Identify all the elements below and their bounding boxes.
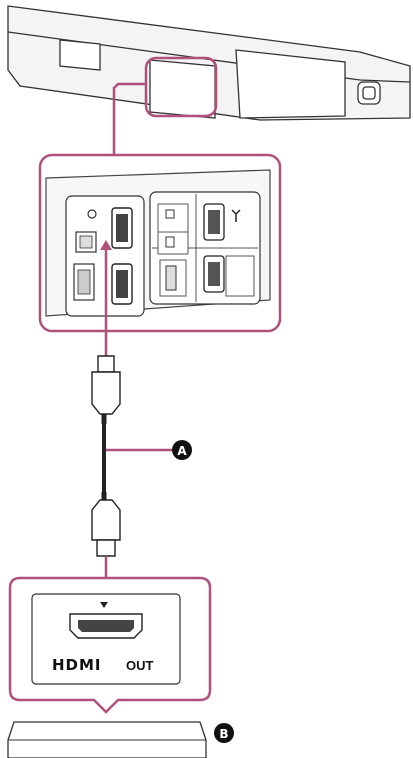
callout-b-text: B bbox=[219, 727, 228, 741]
port-highlight bbox=[144, 56, 218, 118]
callout-a-badge bbox=[172, 440, 192, 460]
soundbar bbox=[7, 5, 411, 121]
magnify-leader bbox=[112, 82, 146, 155]
source-device bbox=[7, 721, 207, 758]
hdmi-out-label: OUT bbox=[126, 658, 154, 673]
device-panel-zoom: HDMI OUT bbox=[8, 576, 212, 714]
callout-b-badge bbox=[214, 723, 234, 743]
hdmi-logo: HDMI bbox=[52, 656, 102, 674]
hdmi-cable bbox=[91, 240, 121, 590]
rear-panel-zoom bbox=[38, 153, 282, 333]
callout-a-text: A bbox=[177, 444, 187, 458]
